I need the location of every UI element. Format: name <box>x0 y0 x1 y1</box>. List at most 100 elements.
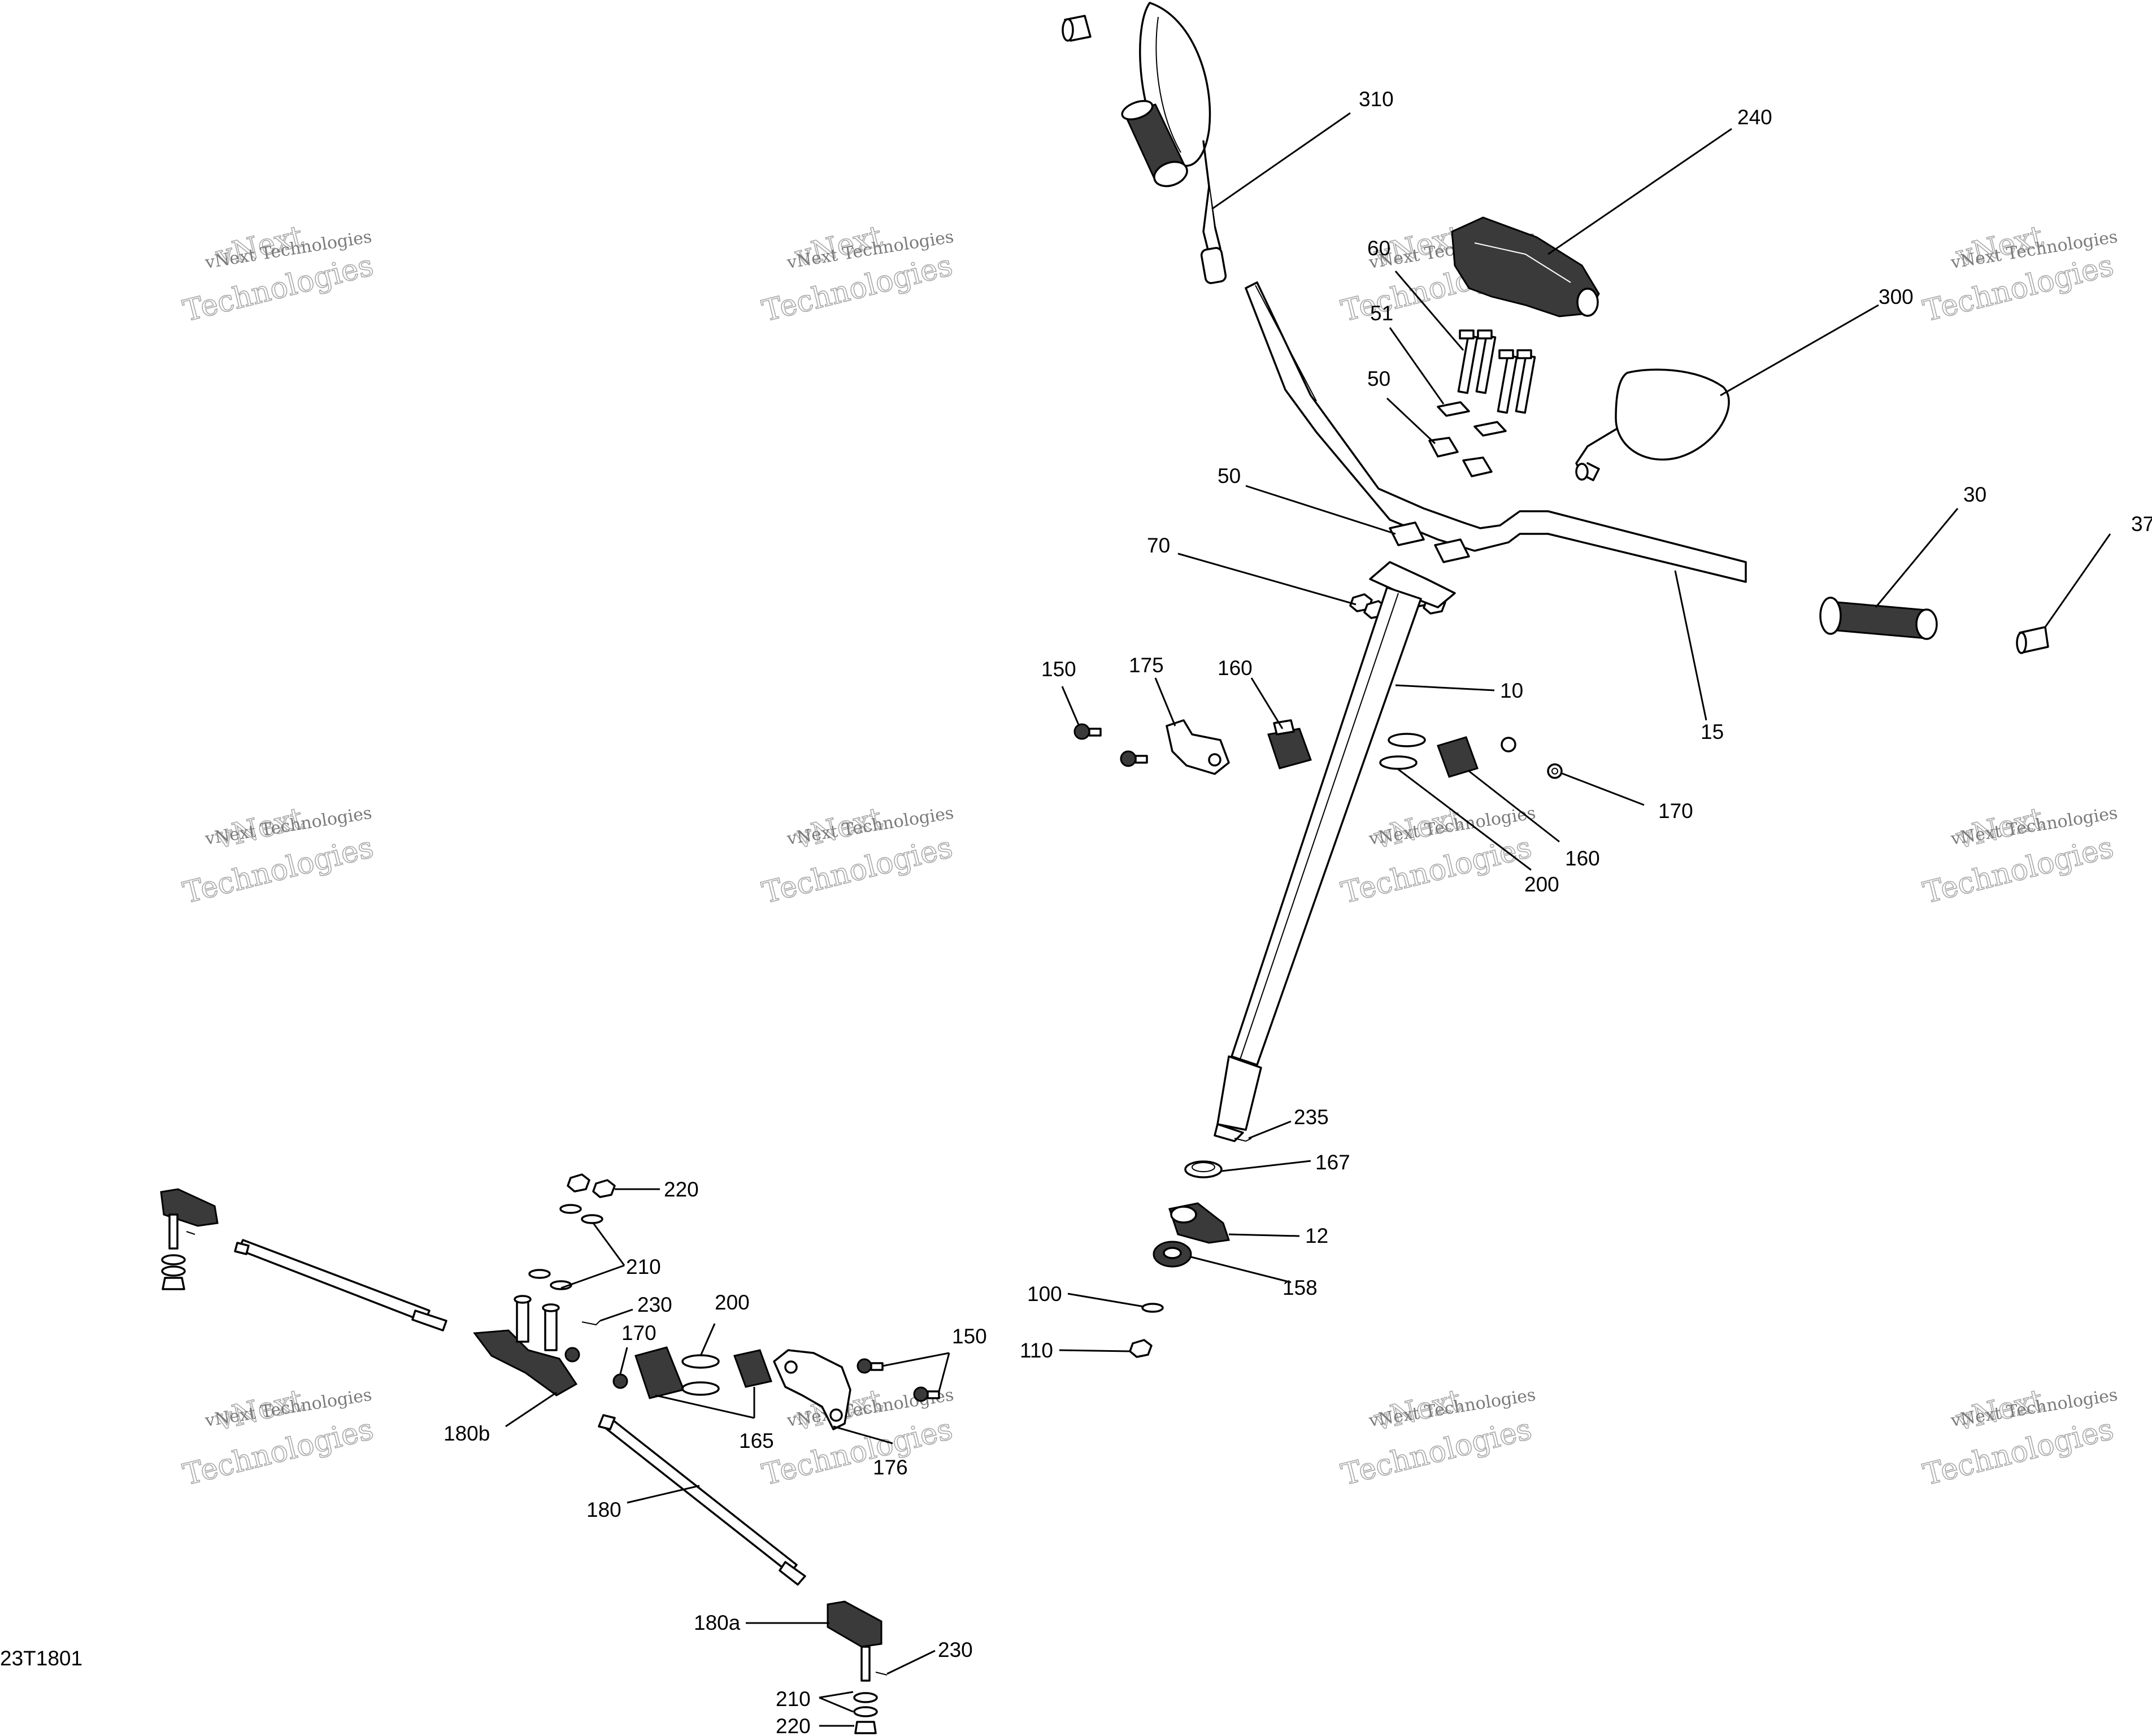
leader-line <box>1221 1160 1311 1172</box>
right-mirror-part <box>1575 368 1730 481</box>
knuckle-180b-part <box>473 1295 628 1396</box>
bushing-160-right-part <box>1437 736 1479 778</box>
callout-180a: 180a <box>694 1611 741 1634</box>
leader-line <box>1394 271 1464 351</box>
washer-167-part <box>1184 1160 1223 1178</box>
leader-line <box>655 1394 755 1419</box>
svg-text:Technologies: Technologies <box>1920 1412 2116 1492</box>
leader-line <box>1250 677 1284 729</box>
callout-180b: 180b <box>444 1422 490 1445</box>
leader-line <box>1061 686 1080 726</box>
leader-line <box>1059 1349 1131 1352</box>
right-grip-part <box>1819 597 1938 640</box>
callout-12: 12 <box>1305 1224 1328 1247</box>
callout-110: 110 <box>1020 1339 1053 1362</box>
leader-line <box>627 1485 700 1504</box>
callout-158: 158 <box>1282 1276 1318 1299</box>
callout-176: 176 <box>873 1456 908 1479</box>
bolts-150-lower-part <box>857 1358 940 1402</box>
callout-170-lower: 170 <box>621 1321 657 1345</box>
callout-175: 175 <box>1129 654 1164 677</box>
leader-line <box>886 1650 936 1675</box>
watermark: vNext Technologies <box>759 219 957 329</box>
bar-end-cap-part <box>1062 15 1092 42</box>
callout-230-lower: 230 <box>938 1638 973 1661</box>
tie-rod-end-right-part <box>827 1600 888 1734</box>
leader-line <box>599 1308 633 1322</box>
leader-line <box>1720 304 1879 397</box>
nuts-220-left-part <box>567 1173 616 1198</box>
leader-line <box>699 1323 716 1356</box>
leader-line <box>938 1352 950 1392</box>
rings-200-lower-part <box>681 1354 720 1396</box>
leader-line <box>1190 1256 1292 1283</box>
callout-10: 10 <box>1500 679 1523 702</box>
callout-235: 235 <box>1294 1106 1329 1129</box>
leader-line <box>1177 552 1357 606</box>
bushing-160-left-part <box>1267 719 1312 769</box>
watermark: vNext Technologies <box>759 801 957 911</box>
leader-line <box>1395 684 1495 691</box>
leader-line <box>1211 112 1351 210</box>
leader-line <box>882 1352 950 1367</box>
washer-100-part <box>1141 1303 1164 1313</box>
callout-180: 180 <box>586 1498 621 1521</box>
callout-51: 51 <box>1370 302 1393 325</box>
watermark: vNext Technologies <box>180 1383 377 1493</box>
leader-line <box>1674 570 1707 721</box>
callout-37: 37 <box>2131 512 2152 536</box>
leader-line <box>1067 1293 1145 1308</box>
bracket-175-part <box>1166 719 1230 775</box>
leader-line <box>2044 533 2111 628</box>
tie-rod-lower-part <box>598 1414 806 1586</box>
washers-210-left-part <box>528 1204 603 1290</box>
leader-line <box>1248 1120 1292 1139</box>
callout-150-upper: 150 <box>1041 658 1076 681</box>
leader-line <box>1875 508 1959 608</box>
callout-60: 60 <box>1367 237 1390 260</box>
handlebar-cover-part <box>1451 216 1600 317</box>
callout-30: 30 <box>1963 483 1986 506</box>
leader-line <box>1468 770 1560 843</box>
callout-200-upper: 200 <box>1524 873 1559 896</box>
callout-160-lower: 160 <box>1565 847 1600 870</box>
bushing-165-part <box>634 1346 772 1399</box>
rings-200-upper-part <box>1379 733 1426 770</box>
leader-line <box>1386 397 1436 445</box>
svg-text:Technologies: Technologies <box>1920 830 2116 910</box>
watermarks: vNext Technologies vNext Technologies vN… <box>180 219 2119 1493</box>
leader-line <box>1560 772 1645 806</box>
callout-167: 167 <box>1315 1151 1350 1174</box>
nuts-170-upper-part <box>1501 737 1563 779</box>
leader-line <box>1389 327 1445 404</box>
upper-clamps-part <box>1428 401 1507 477</box>
watermark: vNext Technologies <box>180 801 377 911</box>
callout-165: 165 <box>739 1429 774 1452</box>
callout-200-lower: 200 <box>715 1291 750 1314</box>
tie-rod-end-left-part <box>160 1188 219 1290</box>
callout-240: 240 <box>1737 106 1772 129</box>
leader-line <box>619 1347 628 1374</box>
watermark: vNext Technologies <box>1920 801 2118 911</box>
leader-line <box>819 1696 854 1713</box>
callout-50-upper: 50 <box>1367 367 1390 390</box>
callout-210-upper: 210 <box>626 1255 661 1278</box>
bar-clamps-part <box>1389 521 1470 563</box>
bolts-150-upper-part <box>1073 723 1148 767</box>
watermark: vNext Technologies <box>1920 1383 2118 1493</box>
callout-170-upper: 170 <box>1658 799 1693 823</box>
cotter-pin-235-part <box>1234 1138 1252 1142</box>
leader-line <box>505 1391 557 1428</box>
parts <box>160 2 2049 1734</box>
callout-100: 100 <box>1027 1282 1062 1306</box>
callout-300: 300 <box>1879 285 1914 308</box>
callout-160-upper: 160 <box>1218 656 1253 680</box>
leader-line <box>592 1222 625 1266</box>
callout-210-lower: 210 <box>776 1687 811 1711</box>
callout-220-lower: 220 <box>776 1715 811 1736</box>
leader-lines <box>505 112 2111 1727</box>
steering-column-part <box>1214 561 1456 1142</box>
svg-text:Technologies: Technologies <box>1338 830 1534 910</box>
callout-15: 15 <box>1701 720 1724 743</box>
